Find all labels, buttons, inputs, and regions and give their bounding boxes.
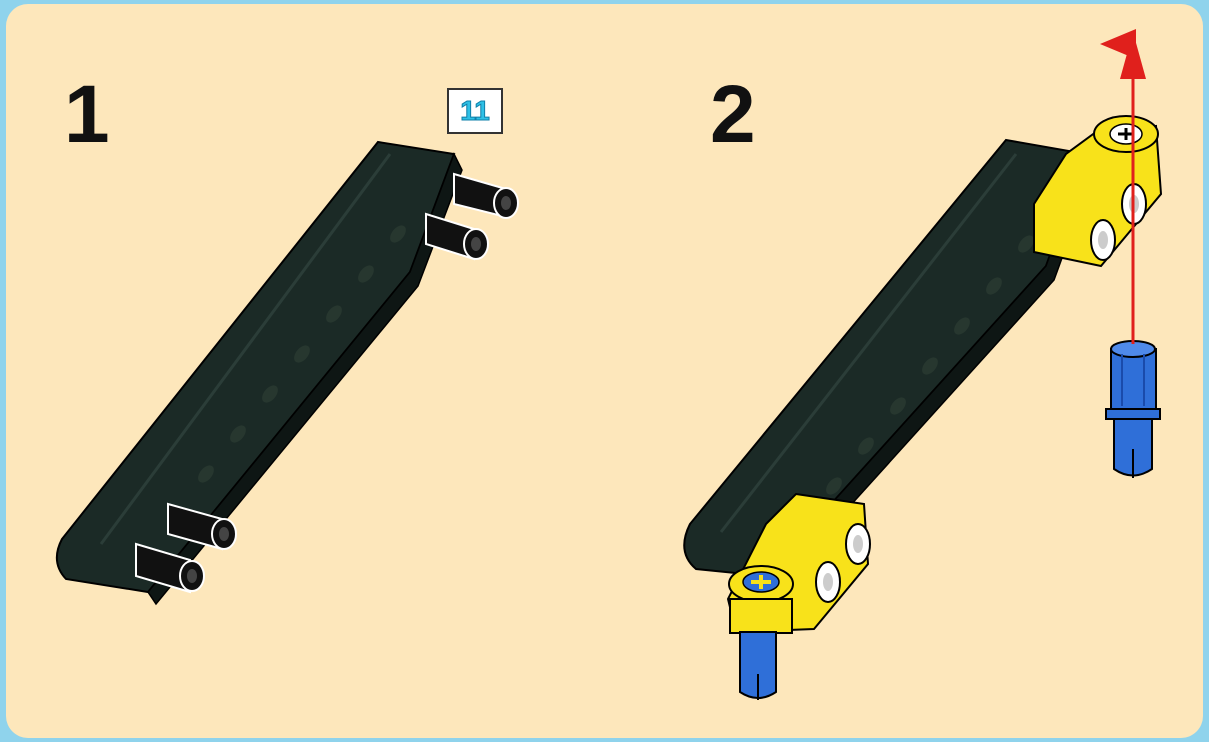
liftarm-beam-step1 [57, 142, 462, 604]
friction-pin-top-1 [454, 174, 518, 218]
instruction-page: 1 2 11 [6, 4, 1203, 738]
blue-axle-pin-loose [1106, 341, 1160, 478]
yellow-connector-top [1034, 116, 1161, 266]
blue-axle-pin-bottom [740, 632, 776, 700]
liftarm-beam-step2 [684, 140, 1094, 590]
step-illustrations [6, 4, 1203, 738]
step-2-illustration [684, 32, 1161, 700]
step-1-illustration [57, 142, 518, 604]
friction-pin-top-2 [426, 214, 488, 259]
